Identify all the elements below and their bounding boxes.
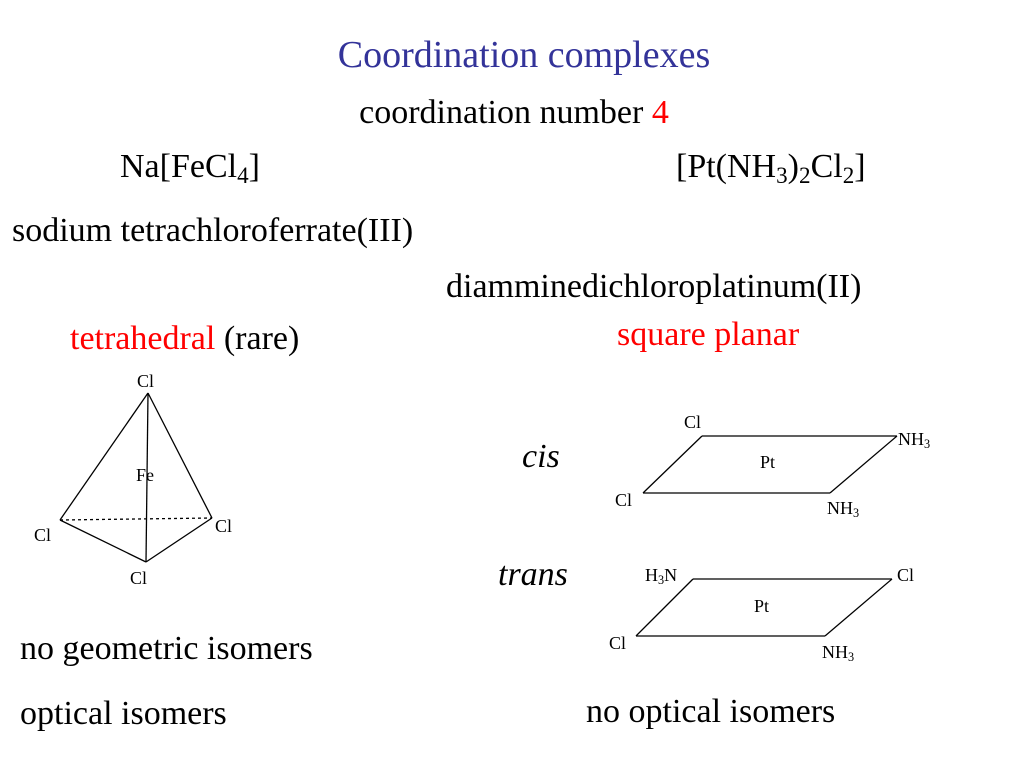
right-compound-name: diamminedichloroplatinum(II) bbox=[446, 268, 862, 305]
tetra-top-cl: Cl bbox=[137, 371, 155, 391]
cis-top-right-nh3: NH3 bbox=[898, 429, 931, 452]
tetrahedron-diagram bbox=[59, 392, 213, 563]
cis-plane-diagram bbox=[642, 435, 898, 494]
right-formula-part-b: ) bbox=[787, 148, 799, 185]
slide-subtitle: coordination number 4 bbox=[0, 96, 1024, 130]
trans-edge-left bbox=[635, 578, 694, 637]
slide-title: Coordination complexes bbox=[337, 34, 711, 76]
tetra-left-cl: Cl bbox=[34, 525, 52, 545]
tetrahedral-label: tetrahedral bbox=[70, 320, 216, 357]
rare-note: (rare) bbox=[223, 320, 300, 357]
cis-bottom-left-cl: Cl bbox=[615, 490, 633, 510]
cis-bottom-right-nh3: NH3 bbox=[827, 498, 860, 521]
right-formula-part-d: ] bbox=[854, 148, 866, 185]
trans-label: trans bbox=[498, 556, 568, 593]
trans-center-pt: Pt bbox=[754, 596, 770, 616]
right-formula: [Pt(NH3)2Cl2] bbox=[676, 148, 866, 188]
right-formula-sub3: 2 bbox=[842, 162, 855, 189]
square-planar-label: square planar bbox=[617, 316, 800, 353]
right-formula-sub1: 3 bbox=[776, 162, 788, 189]
trans-top-right-cl: Cl bbox=[897, 565, 915, 585]
trans-plane-diagram bbox=[635, 578, 893, 637]
left-formula-part-a: Na[FeCl bbox=[120, 148, 238, 185]
trans-edge-right bbox=[824, 578, 893, 637]
no-geometric-isomers: no geometric isomers bbox=[20, 630, 313, 667]
trans-top-left-h3n: H3N bbox=[645, 565, 678, 588]
trans-top-left-h: H bbox=[645, 565, 658, 585]
cis-label: cis bbox=[522, 438, 560, 475]
trans-bottom-left-cl: Cl bbox=[609, 633, 627, 653]
left-formula: Na[FeCl4] bbox=[120, 148, 260, 188]
tetra-center-fe: Fe bbox=[136, 465, 154, 485]
tetra-edge-top-right bbox=[147, 392, 213, 519]
tetra-edge-top-left bbox=[59, 392, 149, 521]
cis-edge-left bbox=[642, 435, 703, 494]
left-geometry: tetrahedral (rare) bbox=[70, 322, 299, 356]
tetra-edge-top-bottom bbox=[145, 392, 149, 563]
left-formula-sub: 4 bbox=[237, 162, 249, 189]
left-formula-part-b: ] bbox=[248, 148, 260, 185]
right-formula-part-a: [Pt(NH bbox=[676, 148, 777, 185]
subtitle-text: coordination number bbox=[359, 94, 644, 131]
trans-bottom-right-nh3: NH3 bbox=[822, 642, 855, 665]
trans-bottom-right-nh: NH bbox=[822, 642, 848, 662]
cis-center-pt: Pt bbox=[760, 452, 776, 472]
tetra-bottom-cl: Cl bbox=[130, 568, 148, 588]
coordination-number: 4 bbox=[651, 94, 669, 131]
tetra-edge-right-bottom bbox=[145, 517, 213, 563]
cis-top-left-cl: Cl bbox=[684, 412, 702, 432]
tetra-edge-back-dashed bbox=[59, 517, 213, 521]
left-compound-name: sodium tetrachloroferrate(III) bbox=[12, 212, 414, 249]
trans-top-left-n: N bbox=[664, 565, 678, 585]
tetra-right-cl: Cl bbox=[215, 516, 233, 536]
optical-isomers: optical isomers bbox=[20, 695, 227, 732]
cis-edge-right bbox=[829, 435, 898, 494]
cis-top-right-sub: 3 bbox=[924, 437, 931, 452]
cis-top-right-nh: NH bbox=[898, 429, 924, 449]
cis-bottom-right-sub: 3 bbox=[853, 506, 860, 521]
right-formula-sub2: 2 bbox=[799, 162, 811, 189]
trans-bottom-right-sub: 3 bbox=[848, 650, 855, 665]
trans-top-left-sub: 3 bbox=[658, 573, 665, 588]
right-formula-part-c: Cl bbox=[810, 148, 843, 185]
no-optical-isomers: no optical isomers bbox=[586, 693, 836, 730]
cis-bottom-right-nh: NH bbox=[827, 498, 853, 518]
tetra-edge-left-bottom bbox=[59, 519, 147, 563]
